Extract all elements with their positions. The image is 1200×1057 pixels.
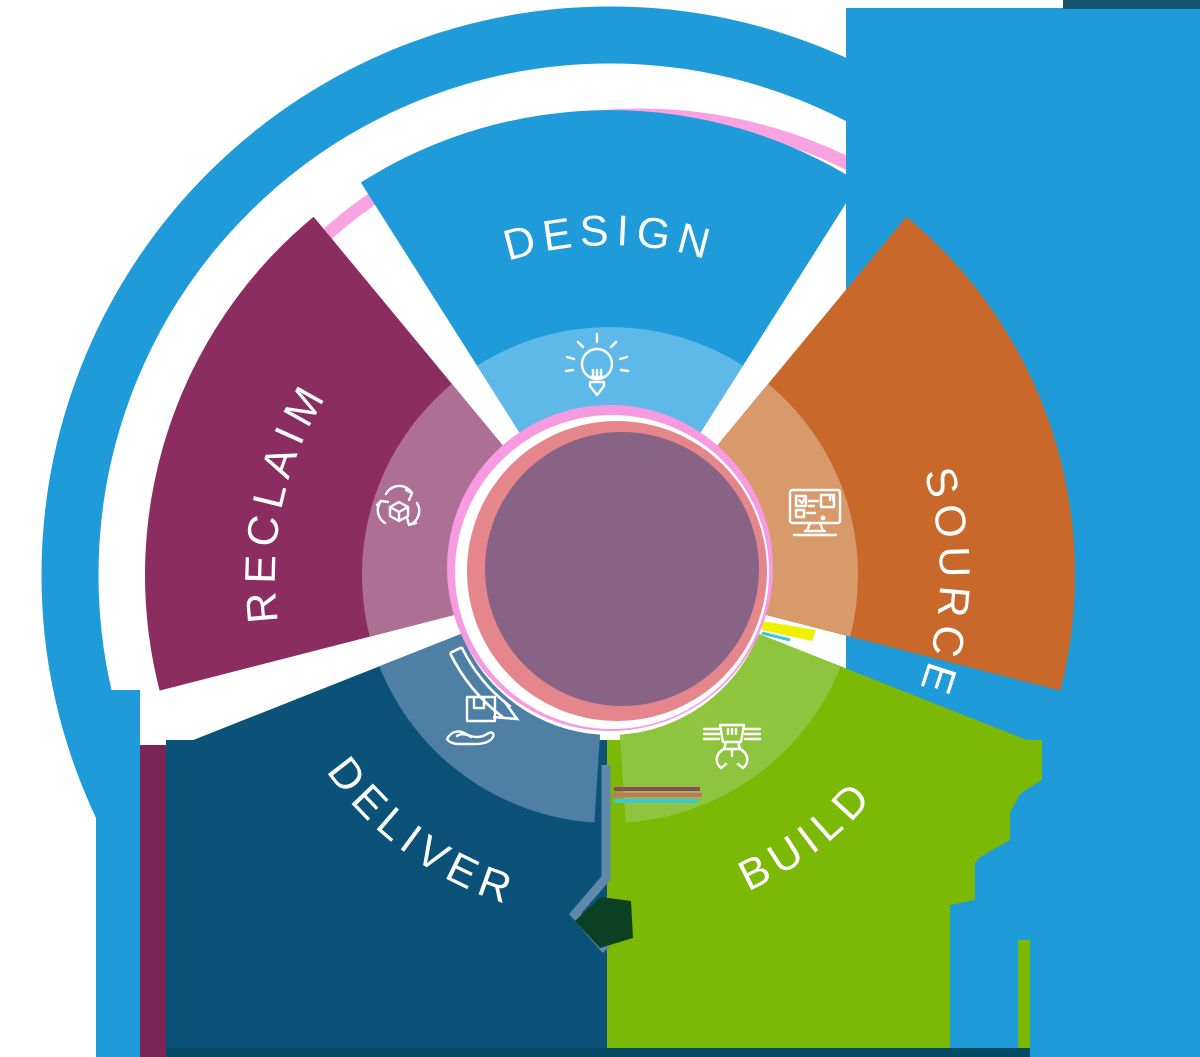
- artifact-dark-green-diamond: [575, 897, 633, 948]
- segment-design-wedge: [360, 110, 860, 440]
- artifact-magenta-strip: [140, 745, 167, 1057]
- segment-build-band: [620, 633, 841, 823]
- robot-gripper-icon: [702, 723, 762, 770]
- artifact-green-stripe: [1018, 940, 1030, 1057]
- flow-arrow-reclaim-to-deliver: [448, 646, 520, 721]
- monitor-sourcing-icon: [788, 488, 842, 537]
- artifact-left-strip: [96, 690, 140, 1057]
- center-core: [485, 432, 759, 706]
- segment-source-band: [712, 383, 859, 637]
- artifact-navy-strip-bottom: [166, 1048, 1030, 1057]
- artifact-cyan-sliver: [761, 631, 791, 642]
- hand-package-icon: [445, 695, 497, 746]
- artifact-navy-strip-top: [1063, 0, 1200, 9]
- flow-arrowhead: [492, 700, 520, 721]
- segment-reclaim-band: [361, 383, 508, 637]
- artifact-center-bottom-stripes: [612, 787, 702, 803]
- artifact-yellow-sliver: [762, 621, 816, 641]
- recycle-box-icon: [375, 484, 421, 527]
- lightbulb-pencil-icon: [564, 332, 630, 397]
- segment-design-band: [477, 327, 743, 440]
- segment-deliver-band: [379, 633, 600, 823]
